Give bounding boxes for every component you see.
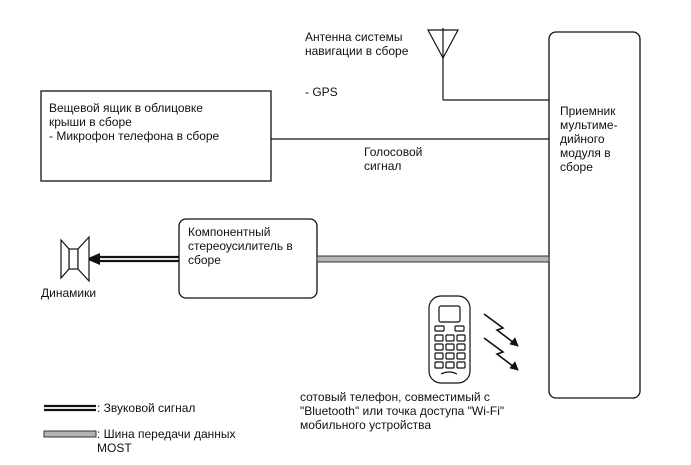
legend-most-swatch (43, 430, 97, 438)
gps-label: - GPS (305, 85, 338, 99)
speakers-label: Динамики (41, 286, 97, 300)
roof-box-text: Вещевой ящик в облицовке крыши в сборе -… (49, 101, 220, 143)
receiver-label: Приемник мультиме- дийного модуля в сбор… (560, 104, 618, 174)
antenna-label: Антенна системы навигации в сборе (305, 30, 409, 58)
legend-most-label: : Шина передачи данных MOST (97, 427, 236, 455)
legend-audio-label: : Звуковой сигнал (97, 401, 196, 415)
antenna-icon (426, 28, 460, 100)
audio-signal-line (86, 253, 179, 265)
phone-caption: сотовый телефон, совместимый с "Bluetoot… (300, 390, 505, 432)
most-bus-line (316, 255, 550, 263)
roof-box (40, 90, 272, 182)
cell-phone-icon (428, 295, 471, 384)
legend-audio-swatch (44, 404, 96, 412)
amplifier-label: Компонентный стереоусилитель в сборе (188, 225, 293, 267)
voice-signal-label: Голосовой сигнал (364, 145, 423, 173)
receiver-box (548, 31, 641, 399)
wireless-signal-icon (483, 313, 519, 371)
speaker-icon (60, 235, 90, 283)
